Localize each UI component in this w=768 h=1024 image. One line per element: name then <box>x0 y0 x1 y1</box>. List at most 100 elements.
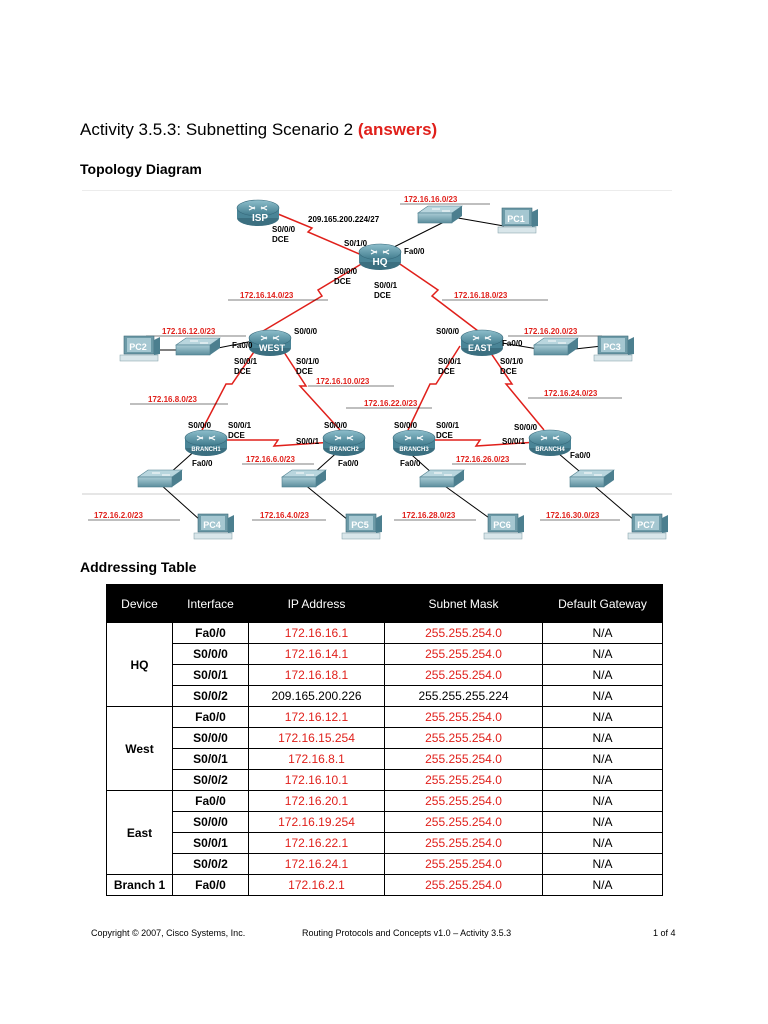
label-isp: ISP <box>252 213 268 224</box>
ip-address-cell: 172.16.2.1 <box>248 874 385 896</box>
if-hq-s001: S0/0/1 <box>374 281 398 290</box>
col-header-interface: Interface <box>172 584 249 623</box>
if-west-s001-dce: DCE <box>234 367 252 376</box>
subnet-mask-cell: 255.255.255.224 <box>384 685 543 707</box>
switch-branch4 <box>569 469 615 488</box>
subnet-mask-cell: 255.255.254.0 <box>384 832 543 854</box>
interface-cell: S0/0/1 <box>172 832 249 854</box>
device-cell: West <box>106 706 173 791</box>
label-pc1: PC1 <box>507 214 525 224</box>
label-branch1: BRANCH1 <box>191 447 221 453</box>
interface-cell: S0/0/0 <box>172 643 249 665</box>
if-west-s001: S0/0/1 <box>234 357 258 366</box>
default-gateway-cell: N/A <box>542 874 663 896</box>
net-west-b1: 172.16.8.0/23 <box>148 395 197 404</box>
if-east-s001-dce: DCE <box>438 367 456 376</box>
net-hq-lan: 172.16.16.0/23 <box>404 195 458 204</box>
topology-heading: Topology Diagram <box>80 161 202 177</box>
net-hq-east: 172.16.18.0/23 <box>454 291 508 300</box>
subnet-mask-cell: 255.255.254.0 <box>384 727 543 749</box>
default-gateway-cell: N/A <box>542 853 663 875</box>
net-west-lan: 172.16.12.0/23 <box>162 327 216 336</box>
switch-branch2 <box>281 469 327 488</box>
device-cell: HQ <box>106 622 173 707</box>
if-b2-s000: S0/0/0 <box>324 421 348 430</box>
interface-cell: S0/0/2 <box>172 853 249 875</box>
interface-cell: Fa0/0 <box>172 874 249 896</box>
if-west-s010: S0/1/0 <box>296 357 320 366</box>
default-gateway-cell: N/A <box>542 811 663 833</box>
col-header-ip: IP Address <box>248 584 385 623</box>
if-west-s000: S0/0/0 <box>294 327 318 336</box>
default-gateway-cell: N/A <box>542 790 663 812</box>
if-b3-s001: S0/0/1 <box>436 421 460 430</box>
net-b2-lan: 172.16.4.0/23 <box>260 511 309 520</box>
default-gateway-cell: N/A <box>542 622 663 644</box>
if-b3-fa00: Fa0/0 <box>400 459 421 468</box>
default-gateway-cell: N/A <box>542 664 663 686</box>
subnet-mask-cell: 255.255.254.0 <box>384 874 543 896</box>
if-b3-dce: DCE <box>436 431 454 440</box>
interface-cell: S0/0/1 <box>172 664 249 686</box>
net-b1-lan: 172.16.2.0/23 <box>94 511 143 520</box>
ip-address-cell: 172.16.18.1 <box>248 664 385 686</box>
interface-cell: Fa0/0 <box>172 706 249 728</box>
col-header-mask: Subnet Mask <box>384 584 543 623</box>
label-pc6: PC6 <box>493 520 511 530</box>
if-east-s000: S0/0/0 <box>436 327 460 336</box>
if-b4-fa00: Fa0/0 <box>570 451 591 460</box>
addressing-table: Device Interface IP Address Subnet Mask … <box>106 584 663 896</box>
subnet-mask-cell: 255.255.254.0 <box>384 664 543 686</box>
net-east-b4: 172.16.24.0/23 <box>544 389 598 398</box>
net-b3-b4: 172.16.26.0/23 <box>456 455 510 464</box>
footer-course: Routing Protocols and Concepts v1.0 – Ac… <box>302 928 512 938</box>
subnet-mask-cell: 255.255.254.0 <box>384 748 543 770</box>
label-pc2: PC2 <box>129 342 147 352</box>
if-b1-s001: S0/0/1 <box>228 421 252 430</box>
interface-cell: S0/0/0 <box>172 727 249 749</box>
device-cell: Branch 1 <box>106 874 173 896</box>
subnet-mask-cell: 255.255.254.0 <box>384 622 543 644</box>
label-pc5: PC5 <box>351 520 369 530</box>
if-b3-s000: S0/0/0 <box>394 421 418 430</box>
subnet-mask-cell: 255.255.254.0 <box>384 643 543 665</box>
default-gateway-cell: N/A <box>542 748 663 770</box>
if-hq-fa00: Fa0/0 <box>404 247 425 256</box>
if-west-fa00: Fa0/0 <box>232 341 253 350</box>
if-isp-s000: S0/0/0 <box>272 225 296 234</box>
ip-address-cell: 172.16.22.1 <box>248 832 385 854</box>
net-east-lan: 172.16.20.0/23 <box>524 327 578 336</box>
if-b4-s001: S0/0/1 <box>502 437 526 446</box>
net-b4-lan: 172.16.30.0/23 <box>546 511 600 520</box>
switch-hq <box>417 205 463 224</box>
interface-cell: Fa0/0 <box>172 622 249 644</box>
table-header-row: Device Interface IP Address Subnet Mask … <box>106 584 663 623</box>
interface-cell: S0/0/1 <box>172 748 249 770</box>
ip-address-cell: 209.165.200.226 <box>248 685 385 707</box>
label-branch4: BRANCH4 <box>535 447 565 453</box>
ip-address-cell: 172.16.19.254 <box>248 811 385 833</box>
switch-east <box>533 337 579 356</box>
subnet-mask-cell: 255.255.254.0 <box>384 853 543 875</box>
ip-address-cell: 172.16.8.1 <box>248 748 385 770</box>
col-header-device: Device <box>106 584 173 623</box>
net-hq-west: 172.16.14.0/23 <box>240 291 294 300</box>
switch-west <box>175 337 221 356</box>
net-east-b3: 172.16.22.0/23 <box>364 399 418 408</box>
if-b2-s001: S0/0/1 <box>296 437 320 446</box>
device-cell: East <box>106 790 173 875</box>
net-west-b2: 172.16.10.0/23 <box>316 377 370 386</box>
ip-address-cell: 172.16.20.1 <box>248 790 385 812</box>
if-b1-s000: S0/0/0 <box>188 421 212 430</box>
default-gateway-cell: N/A <box>542 643 663 665</box>
switch-branch3 <box>419 469 465 488</box>
interface-cell: S0/0/0 <box>172 811 249 833</box>
